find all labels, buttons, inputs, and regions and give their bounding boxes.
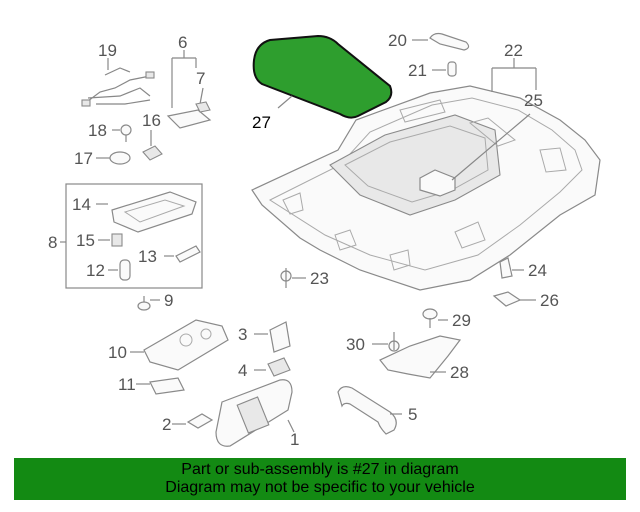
callout-14: 14 (72, 195, 91, 214)
banner-line-1: Part or sub-assembly is #27 in diagram (181, 461, 459, 478)
callout-13: 13 (138, 247, 157, 266)
wiring-harness-part[interactable] (81, 67, 155, 107)
console-10-part[interactable] (143, 319, 229, 371)
label-11-part[interactable] (149, 377, 185, 395)
cap-2-part[interactable] (186, 413, 214, 429)
headliner-part[interactable] (251, 85, 601, 291)
callout-2: 2 (162, 415, 171, 434)
callout-1: 1 (290, 430, 299, 449)
callout-9: 9 (164, 291, 173, 310)
parts-diagram: 1 2 3 4 5 6 7 8 9 10 11 12 13 14 15 16 1… (48, 31, 601, 449)
clip-16-part[interactable] (142, 145, 163, 161)
callout-3: 3 (238, 325, 247, 344)
callout-12: 12 (86, 261, 105, 280)
callout-16: 16 (142, 111, 161, 130)
clip-29-part[interactable] (422, 308, 438, 328)
banner-line-2: Diagram may not be specific to your vehi… (165, 479, 475, 496)
clip-4-part[interactable] (267, 357, 291, 377)
callout-5: 5 (408, 405, 417, 424)
callout-15: 15 (76, 231, 95, 250)
part-15[interactable] (111, 233, 123, 247)
callout-29: 29 (452, 311, 471, 330)
callout-8: 8 (48, 233, 57, 252)
lamp-20-part[interactable] (429, 32, 470, 51)
callout-4: 4 (238, 361, 247, 380)
screw-23-part[interactable] (280, 268, 292, 288)
callout-11: 11 (118, 375, 136, 394)
lamp-12-part[interactable] (119, 259, 131, 281)
callout-18: 18 (88, 121, 107, 140)
callout-22: 22 (504, 41, 523, 60)
callout-30: 30 (346, 335, 365, 354)
callout-6: 6 (178, 33, 187, 52)
clip-26-part[interactable] (492, 291, 522, 307)
screw-18-part[interactable] (120, 124, 132, 142)
clip-24-part[interactable] (499, 257, 513, 279)
callout-23: 23 (310, 269, 329, 288)
grab-handle-part[interactable] (337, 386, 397, 435)
callout-10: 10 (108, 343, 127, 362)
lamp-17-part[interactable] (109, 151, 131, 165)
bolt-30-part[interactable] (388, 332, 400, 352)
map-lamp-part[interactable] (166, 101, 212, 129)
overhead-console-part[interactable] (111, 191, 197, 233)
callout-17: 17 (74, 149, 93, 168)
callout-27: 27 (252, 113, 271, 132)
callout-7: 7 (196, 69, 205, 88)
callout-25: 25 (524, 91, 543, 110)
callout-28: 28 (450, 363, 469, 382)
sunroof-glass-part[interactable] (252, 34, 393, 119)
bulb-13-part[interactable] (175, 245, 201, 263)
callout-20: 20 (388, 31, 407, 50)
bracket-28-part[interactable] (379, 335, 462, 379)
bracket-3-part[interactable] (269, 321, 291, 353)
info-banner: Part or sub-assembly is #27 in diagram D… (14, 458, 626, 500)
clip-9-part[interactable] (137, 296, 151, 311)
callout-19: 19 (98, 41, 117, 60)
callout-26: 26 (540, 291, 559, 310)
sun-visor-part[interactable] (215, 379, 293, 447)
callout-21: 21 (408, 61, 427, 80)
callout-24: 24 (528, 261, 547, 280)
screw-21-part[interactable] (447, 61, 457, 77)
